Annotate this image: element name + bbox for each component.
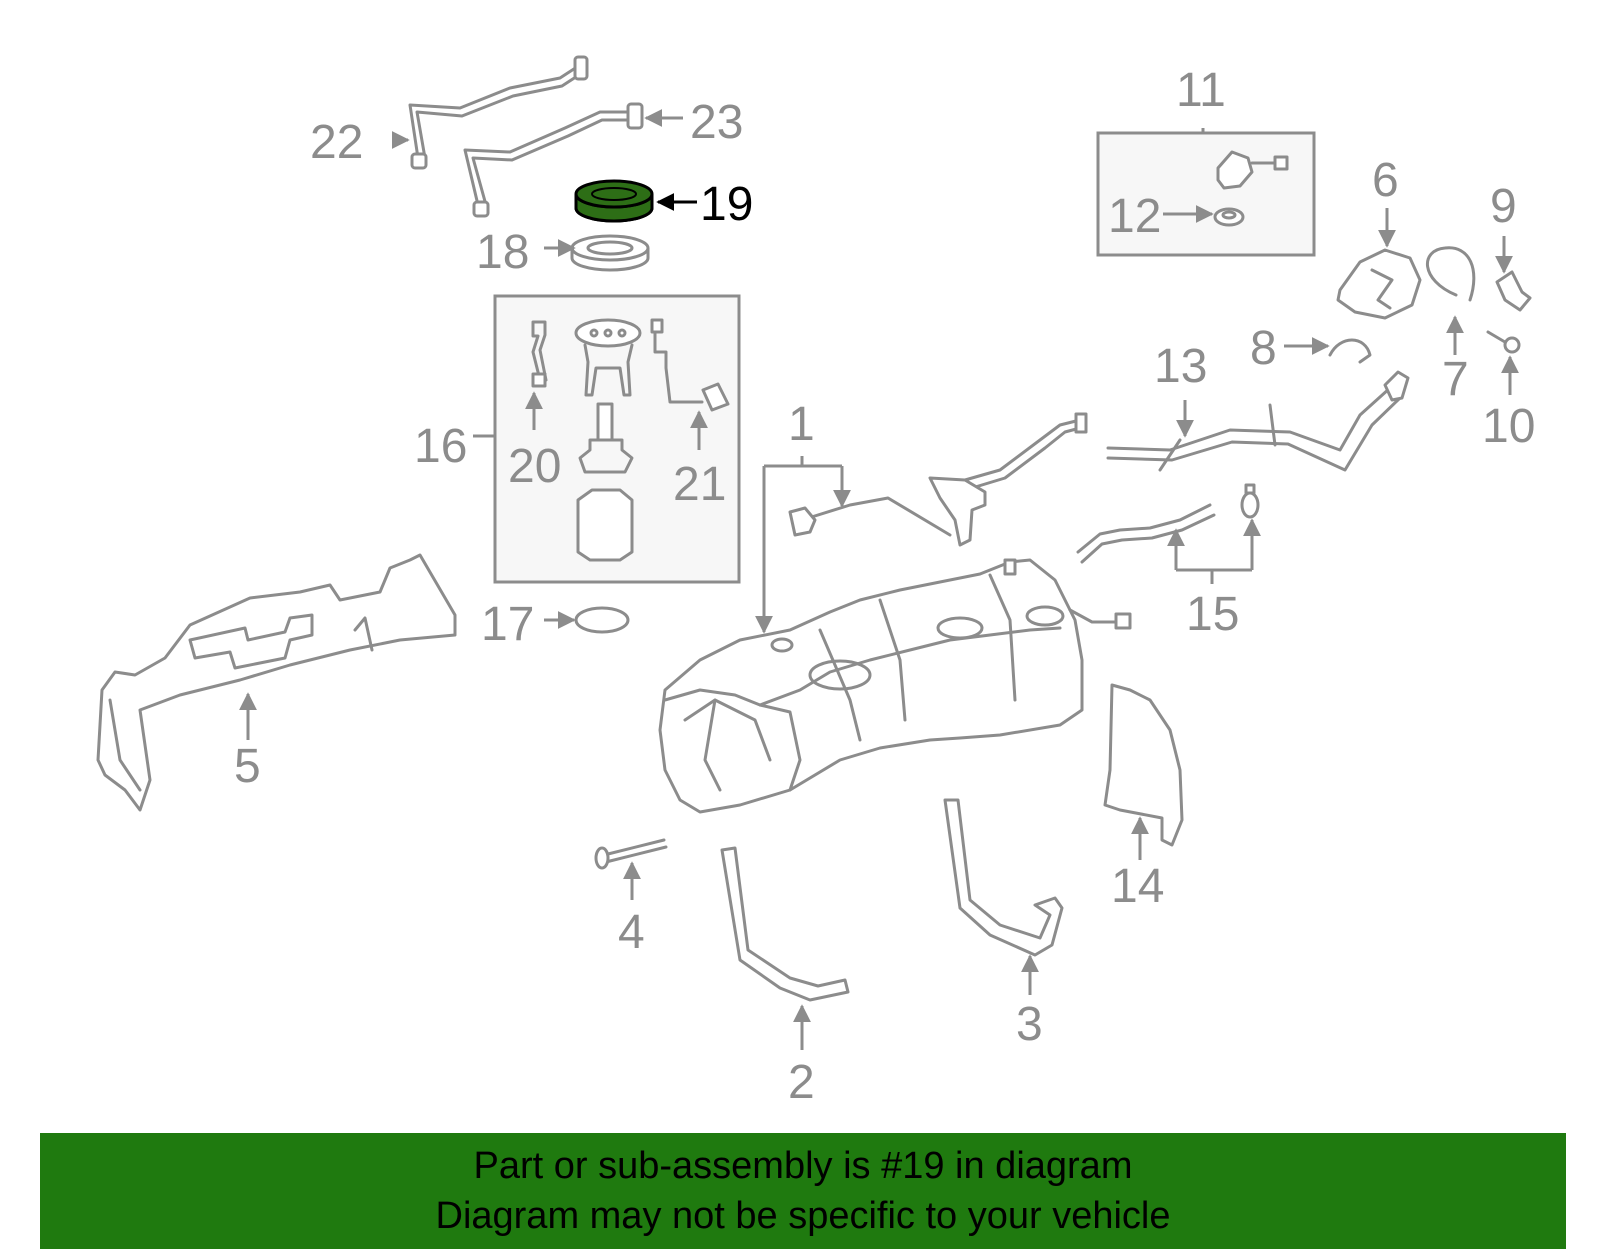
callout-7: 7 bbox=[1442, 353, 1469, 406]
part-13-filler-pipe bbox=[1106, 370, 1410, 472]
callout-13: 13 bbox=[1154, 340, 1207, 393]
callout-23: 23 bbox=[690, 96, 743, 149]
banner-line-1: Part or sub-assembly is #19 in diagram bbox=[473, 1145, 1133, 1187]
callout-8: 8 bbox=[1250, 322, 1277, 375]
part-15-hose bbox=[1076, 503, 1216, 564]
callout-numbers: 22 23 19 18 16 20 21 17 5 1 11 12 6 9 8 … bbox=[234, 64, 1535, 1109]
callout-14: 14 bbox=[1111, 860, 1164, 913]
part-1-vent-pipes bbox=[788, 412, 1132, 630]
part-16-fuel-pump bbox=[576, 402, 634, 562]
part-17-o-ring bbox=[574, 606, 630, 634]
part-20-sender-bracket bbox=[531, 320, 548, 388]
part-2-strap bbox=[720, 846, 850, 1002]
part-19-lock-ring bbox=[574, 179, 654, 223]
part-10-bolt bbox=[1486, 330, 1521, 354]
part-1-fuel-tank bbox=[658, 558, 1084, 814]
callout-2: 2 bbox=[788, 1056, 815, 1109]
part-8-clip bbox=[1328, 338, 1372, 364]
leader-lines bbox=[239, 109, 1519, 1050]
callout-21: 21 bbox=[673, 458, 726, 511]
part-18-gasket bbox=[570, 234, 650, 272]
part-11-fuel-cap bbox=[1216, 150, 1289, 190]
callout-17: 17 bbox=[481, 598, 534, 651]
callout-15: 15 bbox=[1186, 588, 1239, 641]
part-6-filler-door bbox=[1336, 248, 1422, 320]
part-3-strap bbox=[943, 798, 1064, 957]
part-15-clamp bbox=[1240, 483, 1260, 519]
callout-1: 1 bbox=[788, 398, 815, 451]
part-9-hinge bbox=[1495, 270, 1532, 312]
part-5-heat-shield bbox=[96, 553, 457, 812]
callout-20: 20 bbox=[508, 440, 561, 493]
part-16-pump-bracket bbox=[574, 318, 642, 397]
part-4-bolt bbox=[594, 838, 668, 870]
callout-11: 11 bbox=[1176, 64, 1226, 117]
callout-5: 5 bbox=[234, 740, 261, 793]
info-banner: Part or sub-assembly is #19 in diagram D… bbox=[40, 1133, 1566, 1249]
callout-19: 19 bbox=[700, 178, 753, 231]
callout-4: 4 bbox=[618, 906, 645, 959]
part-14-shield bbox=[1103, 683, 1184, 847]
part-21-sender-arm bbox=[650, 318, 730, 412]
callout-12: 12 bbox=[1108, 190, 1161, 243]
callout-10: 10 bbox=[1482, 400, 1535, 453]
part-7-seal bbox=[1426, 246, 1476, 302]
callout-3: 3 bbox=[1016, 998, 1043, 1051]
part-11-cap-assembly-box bbox=[1096, 131, 1316, 257]
callout-18: 18 bbox=[476, 226, 529, 279]
banner-line-2: Diagram may not be specific to your vehi… bbox=[435, 1195, 1171, 1237]
callout-9: 9 bbox=[1490, 180, 1517, 233]
part-23-fuel-line bbox=[463, 102, 644, 218]
callout-6: 6 bbox=[1372, 154, 1399, 207]
part-12-cap-seal bbox=[1213, 207, 1245, 227]
callout-22: 22 bbox=[310, 116, 363, 169]
callout-16: 16 bbox=[414, 420, 467, 473]
part-22-fuel-line bbox=[408, 55, 589, 170]
